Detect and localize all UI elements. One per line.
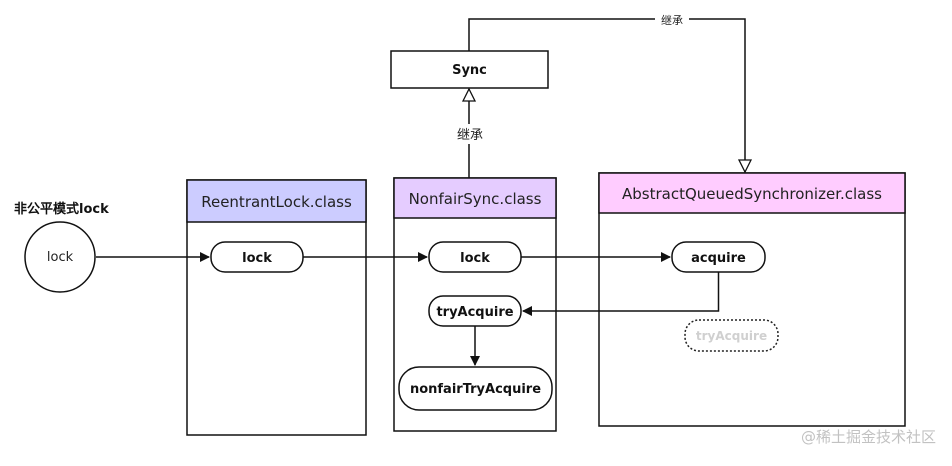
reentrantlock-title: ReentrantLock.class [201, 193, 352, 211]
inherit-label-top: 继承 [661, 14, 683, 27]
aqs-tryacquire-ghost-label: tryAcquire [696, 329, 767, 343]
reentrant-lock-label: lock [242, 251, 272, 266]
reentrantlock-class: ReentrantLock.class [186, 179, 367, 436]
reentrant-lock-method: lock [210, 241, 304, 273]
aqs-title: AbstractQueuedSynchronizer.class [622, 185, 882, 203]
nonfairsync-header [393, 177, 557, 219]
nonfair-trylock-method: nonfairTryAcquire [398, 366, 553, 411]
sync-box-label: Sync [452, 63, 487, 78]
edge-acquire-to-tryacquire [522, 272, 720, 316]
inherit-label-left-bg [449, 124, 491, 144]
nonfair-tryacquire-method: tryAcquire [428, 295, 522, 327]
nonfair-lock-method: lock [428, 241, 522, 273]
reentrantlock-header [186, 179, 367, 223]
sync-box: Sync [390, 50, 549, 89]
inherit-label-left: 继承 [457, 128, 483, 143]
inherit-label-top-bg [655, 12, 689, 27]
nonfair-lock-label: lock [460, 251, 490, 266]
aqs-header [598, 172, 906, 214]
start-node-label: lock [47, 250, 74, 265]
aqs-class: AbstractQueuedSynchronizer.class [598, 172, 906, 427]
aqs-tryacquire-ghost: tryAcquire [684, 319, 779, 352]
nonfair-tryacquire-label: tryAcquire [436, 305, 513, 320]
diagram-caption: 非公平模式lock [14, 201, 109, 217]
aqs-acquire-label: acquire [691, 251, 746, 266]
aqs-acquire-method: acquire [671, 241, 766, 273]
nonfair-trylock-label: nonfairTryAcquire [410, 382, 541, 397]
start-node: lock [24, 221, 96, 293]
edge-inherit-sync-to-aqs [468, 18, 745, 172]
watermark: @稀土掘金技术社区 [801, 428, 936, 446]
nonfairsync-title: NonfairSync.class [409, 190, 542, 208]
